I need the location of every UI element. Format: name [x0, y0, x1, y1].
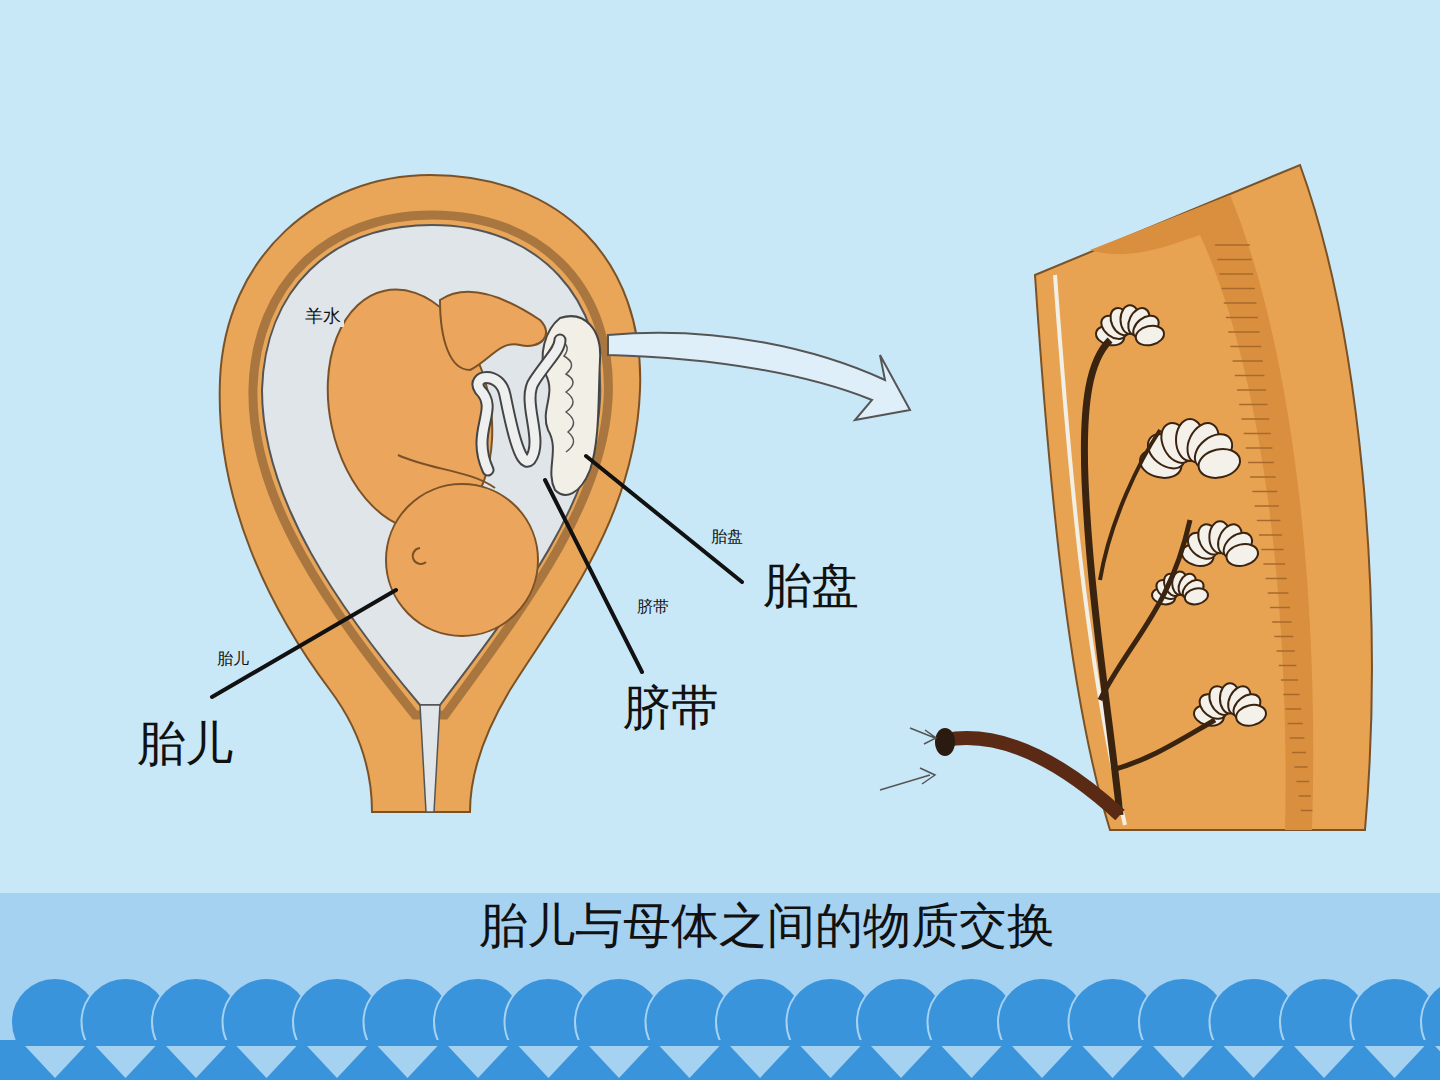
magnify-arrow	[608, 333, 910, 420]
callout-label: 胎儿	[134, 716, 236, 771]
caption-band	[0, 893, 1440, 1080]
part-label: 胎儿	[214, 650, 252, 668]
callout-label: 胎盘	[760, 558, 862, 613]
scallop-border	[0, 978, 1440, 1080]
callout-label: 脐带	[620, 680, 722, 735]
caption: 胎儿与母体之间的物质交换	[476, 898, 1058, 953]
region-label: 羊水	[302, 306, 344, 327]
placenta-detail	[880, 165, 1372, 830]
leader-lines	[212, 456, 742, 697]
uterus-figure	[220, 175, 641, 812]
part-label: 胎盘	[708, 528, 746, 546]
part-label: 脐带	[634, 598, 672, 616]
